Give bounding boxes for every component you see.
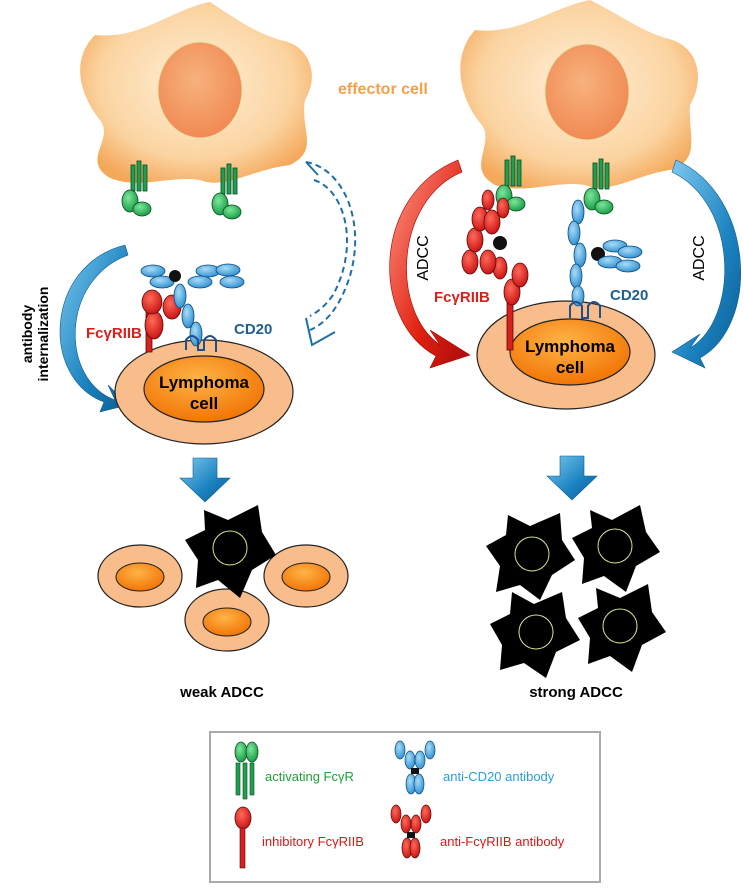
legend-anti-cd20-label: anti-CD20 antibody [443, 769, 555, 784]
left-cd20-label: CD20 [234, 321, 272, 338]
dead-cell-left [185, 505, 276, 598]
surviving-lymphoma-cell-1 [97, 544, 183, 608]
dead-cell-right-3 [490, 592, 580, 678]
dashed-return-arrow [305, 161, 357, 347]
left-anti-cd20-antibody [140, 263, 245, 347]
right-anti-fcgriib-antibody [461, 189, 529, 351]
right-lymphoma-cell [476, 300, 656, 410]
left-lymphoma-label-1: Lymphoma [159, 373, 250, 392]
surviving-lymphoma-cell-2 [263, 544, 349, 608]
effector-cell-label: effector cell [338, 81, 428, 98]
internalization-arrow [59, 244, 129, 413]
legend-activating-label: activating FcγR [265, 769, 354, 784]
legend-anti-fcgriib-label: anti-FcγRIIB antibody [440, 834, 565, 849]
right-blue-adcc-arrow [671, 159, 741, 369]
legend-inhibitory-label: inhibitory FcγRIIB [262, 834, 364, 849]
legend-anti-cd20-icon [394, 740, 436, 795]
legend-box: activating FcγR anti-CD20 antibody inhib… [209, 731, 601, 883]
right-down-arrow [546, 455, 598, 501]
left-lymphoma-cell [114, 339, 294, 445]
legend-inhibitory-icon [234, 806, 252, 869]
dead-cell-right-2 [572, 505, 660, 592]
internalization-label: internalization [35, 287, 51, 382]
right-cd20-loop [569, 301, 601, 319]
left-fcgriib-label: FcγRIIB [86, 325, 142, 342]
left-lymphoma-label-2: cell [190, 394, 218, 413]
left-effector-cell [80, 2, 312, 183]
left-inhibitory-receptor [141, 289, 182, 353]
right-red-adcc-arrow [389, 159, 471, 369]
right-adcc-label: ADCC [691, 235, 708, 280]
legend-anti-fcgriib-icon [390, 804, 432, 859]
dead-cell-right-1 [486, 513, 575, 600]
left-down-arrow [179, 457, 231, 503]
right-fcgriib-label: FcγRIIB [434, 289, 490, 306]
right-anti-cd20-antibody [567, 199, 643, 307]
left-cd20-loop [185, 335, 217, 352]
left-adcc-label: ADCC [415, 235, 432, 280]
weak-adcc-label: weak ADCC [179, 684, 264, 701]
right-lymphoma-label-1: Lymphoma [525, 337, 616, 356]
strong-adcc-label: strong ADCC [529, 684, 623, 701]
right-lymphoma-label-2: cell [556, 358, 584, 377]
legend-activating-icon [234, 741, 259, 800]
dead-cell-right-4 [578, 584, 666, 672]
surviving-lymphoma-cell-3 [184, 588, 270, 652]
antibody-label: antibody [19, 305, 35, 364]
right-cd20-label: CD20 [610, 287, 648, 304]
right-effector-cell [460, 0, 698, 189]
